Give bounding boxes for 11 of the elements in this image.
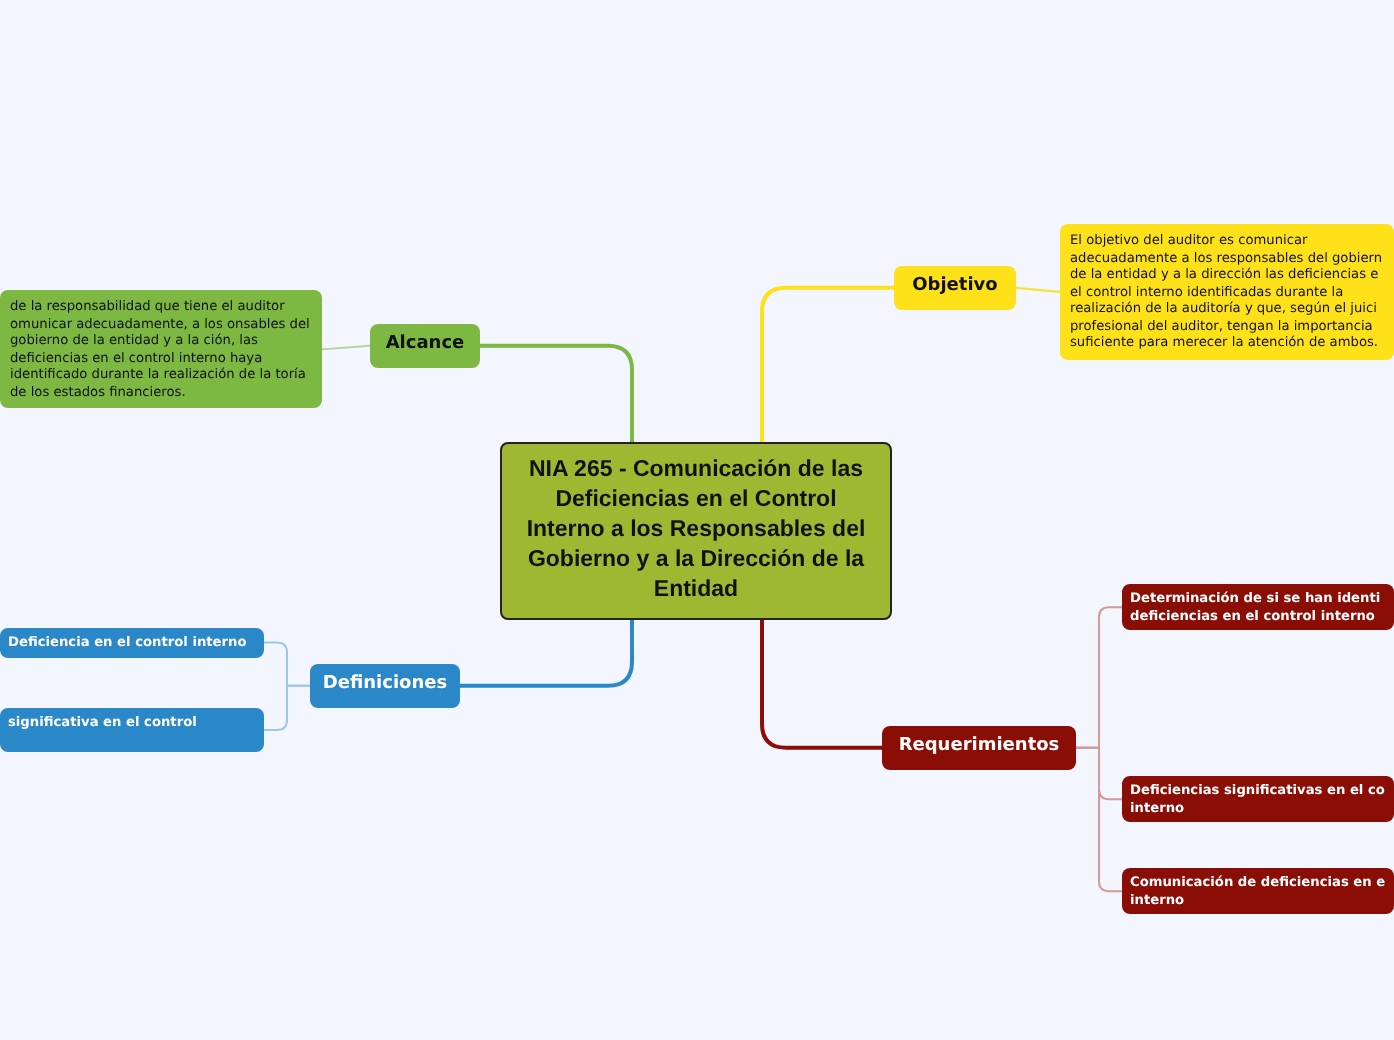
branch-topic: Definiciones (310, 664, 460, 708)
connector-line (760, 285, 894, 442)
connector-line (321, 344, 371, 351)
connector-line (460, 619, 634, 688)
branch-topic: Alcance (370, 324, 480, 368)
connector-line (1015, 286, 1061, 293)
branch-topic: Objetivo (894, 266, 1016, 310)
connector-line (480, 343, 634, 442)
branch-topic: Requerimientos (882, 726, 1076, 770)
connector-line (760, 619, 882, 750)
central-topic: NIA 265 - Comunicación de las Deficiencias en el Control Interno a los Responsables del Gobierno y a la Dirección de la Entidad (500, 442, 892, 620)
